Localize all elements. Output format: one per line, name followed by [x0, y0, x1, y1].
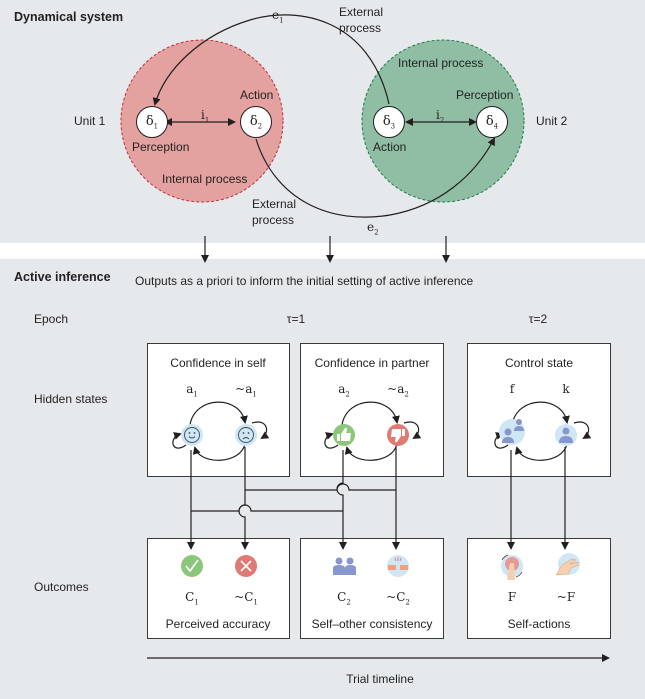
outcome-symbol: ~C1: [234, 590, 258, 607]
epoch-tau-2: τ=2: [528, 312, 548, 326]
cross-link: [245, 483, 396, 491]
dynamical-system-title: Dynamical system: [14, 10, 124, 24]
trial-timeline-label: Trial timeline: [346, 672, 414, 686]
cross-icon: [235, 555, 257, 577]
unit1-action-label: Action: [240, 88, 274, 102]
outcome-title: Perceived accuracy: [165, 617, 271, 631]
state-symbol: ~a1: [235, 382, 257, 399]
node-delta-1: δ1: [136, 106, 168, 138]
row-label-hidden-states: Hidden states: [34, 392, 108, 406]
unit1-label: Unit 1: [74, 114, 106, 128]
hidden-state-box-partner: [300, 343, 444, 477]
node-delta-3: δ3: [373, 106, 405, 138]
transition-arrow: [192, 443, 246, 461]
epoch-tau-1: τ=1: [286, 312, 306, 326]
self-loop-arrow: [324, 432, 339, 449]
outcome-symbol: F: [507, 590, 517, 604]
hidden-state-box-control: [467, 343, 611, 477]
connector: [238, 447, 249, 550]
cross-link: [191, 504, 343, 512]
outcome-box-self-actions: [467, 538, 611, 639]
outcome-symbol: C1: [185, 590, 199, 607]
thumbs-down-icon: [387, 424, 409, 446]
thumbs-up-icon: [333, 424, 355, 446]
self-loop-arrow: [573, 421, 592, 440]
external-process-e1-arrow: [152, 14, 390, 106]
e1-label: e1: [272, 8, 284, 25]
hidden-state-box-self: [147, 343, 290, 477]
hidden-state-title: Confidence in self: [170, 356, 266, 370]
open-hand-icon: [555, 553, 580, 576]
transition-arrow: [341, 401, 400, 426]
state-symbol: f: [509, 382, 515, 396]
unit2-label: Unit 2: [536, 114, 568, 128]
check-icon: [181, 555, 203, 577]
outcome-title: Self–other consistency: [311, 617, 433, 631]
outcome-box-accuracy: [147, 538, 290, 639]
link-i2-label: i2: [436, 108, 445, 125]
state-symbol: ~a2: [387, 382, 409, 399]
e2-label: e2: [367, 220, 379, 237]
outcome-symbol: ~F: [556, 590, 576, 604]
pair-persons-icon: [333, 557, 356, 575]
self-loop-arrow: [172, 432, 187, 449]
hidden-state-title: Control state: [504, 356, 574, 370]
connector: [336, 450, 347, 550]
unit2-internal-process-label: Internal process: [398, 56, 484, 70]
state-symbol: k: [562, 382, 570, 396]
transition-arrow: [189, 401, 248, 426]
state-symbol: a2: [338, 382, 350, 399]
self-loop-arrow: [403, 421, 422, 440]
smiley-face-icon: [181, 424, 203, 446]
self-loop-arrow: [251, 421, 270, 440]
unit2-action-label: Action: [373, 140, 407, 154]
press-button-icon: [501, 554, 523, 580]
unit2-perception-label: Perception: [456, 88, 514, 102]
outcome-box-consistency: [300, 538, 444, 639]
outcome-title: Self-actions: [507, 617, 571, 631]
hidden-state-title: Confidence in partner: [314, 356, 430, 370]
active-inference-title: Active inference: [14, 270, 111, 284]
node-delta-4: δ4: [476, 106, 508, 138]
transition-arrow: [511, 401, 570, 426]
outcome-symbol: ~C2: [386, 590, 410, 607]
transition-arrow: [344, 443, 398, 461]
two-persons-icon: [499, 419, 525, 445]
sad-face-icon: [235, 424, 257, 446]
state-symbol: a1: [186, 382, 198, 399]
active-inference-subtitle: Outputs as a priori to inform the initia…: [135, 274, 474, 288]
unit1-internal-process-label: Internal process: [162, 172, 248, 186]
node-delta-2: δ2: [240, 106, 272, 138]
transition-arrow: [514, 443, 568, 461]
external-process-e2-arrow: [255, 137, 495, 218]
row-label-outcomes: Outcomes: [34, 580, 89, 594]
unit1-perception-label: Perception: [132, 140, 190, 154]
dynamical-system-panel: [0, 0, 645, 243]
broken-handshake-icon: [387, 555, 409, 577]
row-label-epoch: Epoch: [34, 312, 69, 326]
link-i1-label: i1: [201, 108, 210, 125]
outcome-symbol: C2: [337, 590, 351, 607]
person-icon: [555, 424, 577, 446]
